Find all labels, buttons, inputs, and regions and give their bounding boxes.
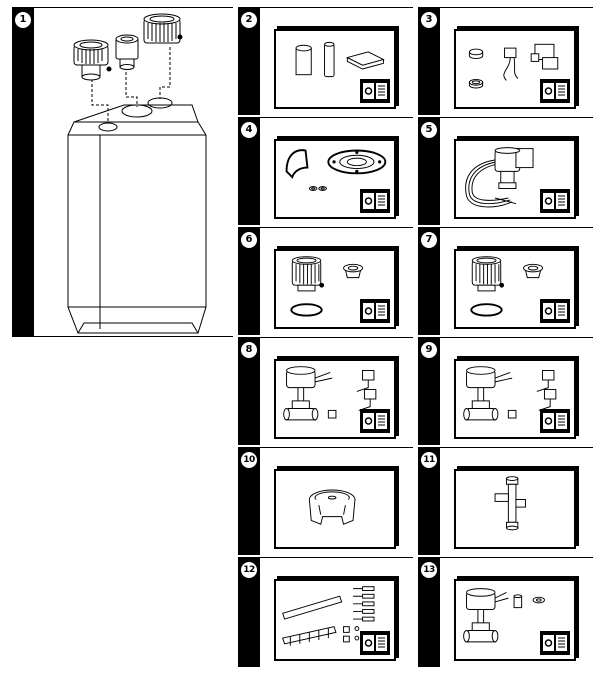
component-panel [454,359,576,439]
component-panel [274,139,396,219]
manual-book-icon [540,409,570,433]
component-panel [454,579,576,661]
illustration-cell-10: 10 [238,447,413,555]
component-panel [454,29,576,109]
component-panel [454,249,576,329]
component-panel [274,579,396,661]
illustration-cell-3: 3 [418,7,593,115]
component-panel [454,139,576,219]
manual-book-icon [540,79,570,103]
illustration-cell-2: 2 [238,7,413,115]
cell-number: 4 [241,122,257,138]
manual-book-icon [360,631,390,655]
manual-book-icon [360,409,390,433]
component-panel [274,469,396,549]
illustration-cell-7: 7 [418,227,593,335]
illustration-cell-11: 11 [418,447,593,555]
manual-book-icon [360,189,390,213]
illustration-cell-5: 5 [418,117,593,225]
cell-number: 10 [241,452,257,468]
cell-number: 2 [241,12,257,28]
component-panel [274,359,396,439]
cell-number: 9 [421,342,437,358]
manual-book-icon [360,79,390,103]
illustration-cell-4: 4 [238,117,413,225]
cell-number: 6 [241,232,257,248]
illustration-cell-1: 1 [12,7,233,337]
boiler-illustration [67,13,207,334]
cell-number: 1 [15,12,31,28]
manual-book-icon [540,189,570,213]
manual-book-icon [540,631,570,655]
cell-number: 5 [421,122,437,138]
cell-number: 8 [241,342,257,358]
cell-number: 7 [421,232,437,248]
component-panel [454,469,576,549]
cell-number: 11 [421,452,437,468]
manual-book-icon [360,299,390,323]
component-panel [274,249,396,329]
cell-number: 13 [421,562,437,578]
cell-number: 12 [241,562,257,578]
illustration-cell-13: 13 [418,557,593,667]
illustration-cell-8: 8 [238,337,413,445]
illustration-cell-12: 12 [238,557,413,667]
component-panel [274,29,396,109]
illustration-cell-6: 6 [238,227,413,335]
cell-number: 3 [421,12,437,28]
illustration-cell-9: 9 [418,337,593,445]
manual-book-icon [540,299,570,323]
